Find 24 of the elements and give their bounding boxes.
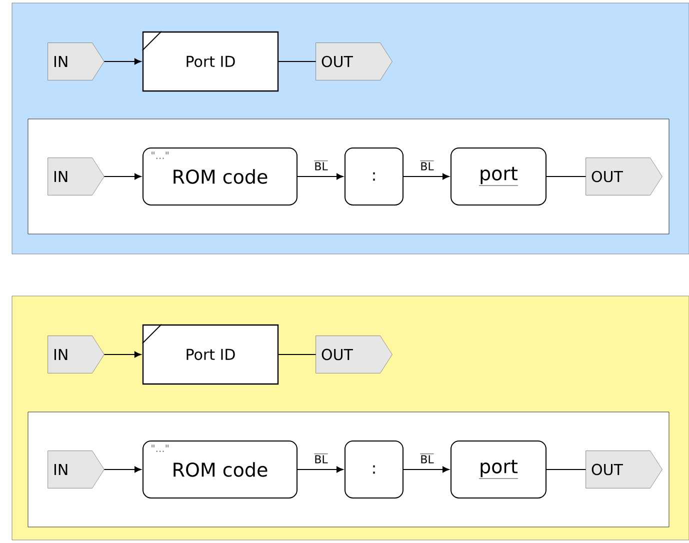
arrow	[403, 466, 450, 473]
port-label: OUT	[316, 336, 392, 374]
arrow	[104, 173, 142, 180]
rounded-box: port	[450, 148, 546, 206]
rounded-box: ROM code "..."	[142, 148, 298, 206]
port-label: OUT	[316, 42, 392, 80]
rounded-box: :	[344, 148, 404, 206]
edge-label: BL	[314, 454, 328, 464]
edge-label: BL	[420, 160, 434, 170]
edge-label: BL	[420, 454, 434, 464]
rounded-box: :	[344, 440, 404, 498]
edge-label: BL	[314, 160, 328, 170]
port-label: OUT	[586, 450, 662, 488]
arrow	[104, 466, 142, 473]
process-box: Port ID	[142, 324, 279, 385]
rounded-box: ROM code "..."	[142, 440, 298, 498]
rounded-box: port	[450, 440, 546, 498]
arrow	[297, 466, 344, 473]
port-label: OUT	[586, 158, 662, 196]
arrow	[104, 58, 142, 65]
process-box: Port ID	[142, 30, 279, 92]
arrow	[104, 351, 142, 358]
arrow	[297, 173, 344, 180]
arrow	[403, 173, 450, 180]
